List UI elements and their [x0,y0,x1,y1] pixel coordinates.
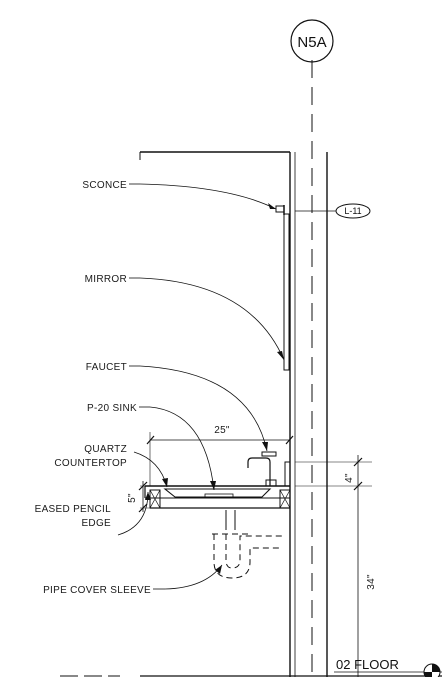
sconce-body [275,205,285,213]
arrow-faucet [262,442,268,451]
fixture-tag-l11: L-11 [295,203,371,219]
arrow-sconce [268,203,276,209]
faucet-spout [247,457,271,486]
leader-countertop [133,451,168,488]
backsplash [284,461,291,487]
grid-line-n5a: N5A [290,19,334,677]
p-trap [212,510,282,579]
dim-depth-tick-l [146,435,155,445]
callout-leaders [117,183,285,590]
callout-sconce: SCONCE [82,180,127,191]
faucet-handle [261,451,277,457]
dimension-depth: 25" [146,425,294,486]
callout-labels: SCONCE MIRROR FAUCET P-20 SINK QUARTZ CO… [35,180,151,596]
level-marker-fill-b [424,672,432,677]
fixture-tag-label: L-11 [344,206,361,216]
trap-inner [225,534,282,569]
callout-mirror: MIRROR [85,274,127,285]
leader-mirror [139,277,285,361]
callout-countertop-2: COUNTERTOP [54,458,127,469]
callout-edge-2: EDGE [81,518,111,529]
callout-edge-1: EASED PENCIL [35,504,112,515]
arrow-countertop [162,478,168,487]
callout-countertop-1: QUARTZ [84,444,127,455]
trap-outer [213,534,282,579]
dimension-counter-height: 34" [357,494,377,677]
dim-height-text: 34" [366,574,377,590]
faucet-fixture [247,451,277,487]
leader-pipe [164,564,223,590]
dim-bs-tick-t [353,457,363,467]
dim-bs-tick-b [353,481,363,491]
arrow-pipe [215,565,222,574]
fixture-tag-ellipse [335,203,371,219]
dimension-edge: 5" [127,481,158,513]
floor-level: 02 FLOOR [60,657,442,677]
dim-depth-tick-r [285,435,294,445]
arrow-edge [145,492,151,500]
level-marker-fill-a [432,664,440,672]
leader-sconce [139,183,277,210]
mirror [283,213,290,371]
dim-depth-text: 25" [214,425,230,436]
dimension-backsplash: 4" [295,455,372,494]
faucet-base [265,479,277,487]
callout-faucet: FAUCET [86,362,127,373]
callout-pipe-cover: PIPE COVER SLEEVE [43,585,151,596]
sconce-fixture [275,205,285,215]
dim-bs-text: 4" [344,473,355,483]
back-apron-x2 [279,489,291,509]
leader-faucet [139,365,268,452]
arrow-mirror [277,351,284,360]
callout-sink: P-20 SINK [87,403,137,414]
walls [139,151,328,677]
arrow-sink [210,481,216,490]
apron-x2 [149,489,161,509]
sink-drain [204,493,234,499]
leader-sink [149,406,215,491]
grid-bubble-label: N5A [297,34,326,51]
grid-bubble [290,19,334,63]
dim-edge-text: 5" [127,493,138,503]
dim-edge-tick-b [138,503,148,513]
dim-edge-tick-t [138,481,148,491]
sink-bowl [163,488,272,498]
floor-label: 02 FLOOR [336,657,399,672]
